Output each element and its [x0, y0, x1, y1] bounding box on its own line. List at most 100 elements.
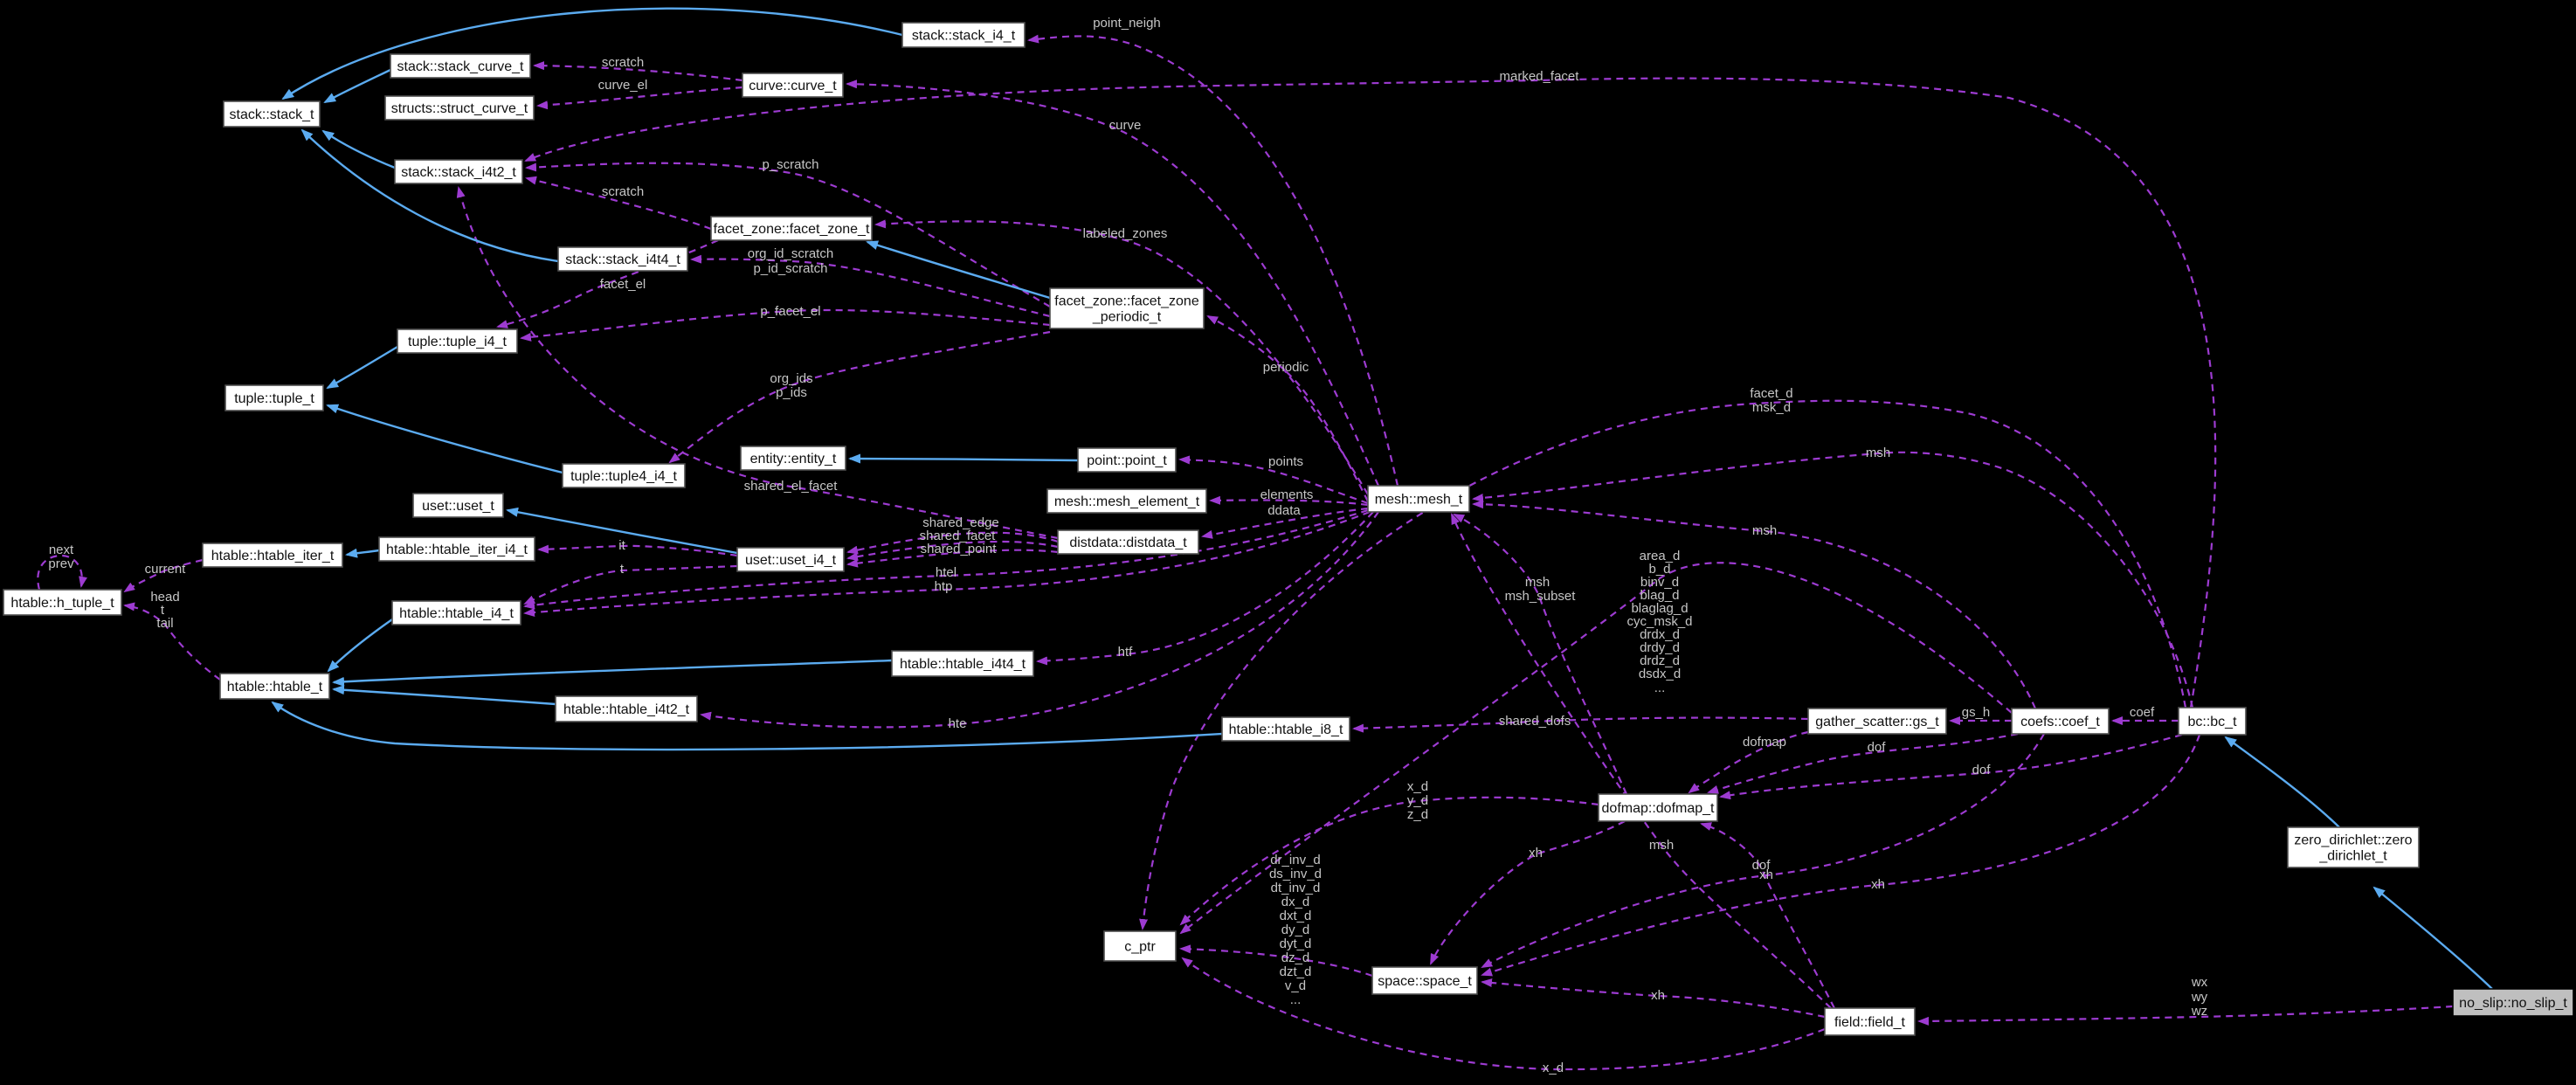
- node-fz[interactable]: facet_zone::facet_zone_t: [710, 216, 873, 241]
- node-tuple[interactable]: tuple::tuple_t: [224, 384, 324, 411]
- edge-label: dof: [1752, 858, 1771, 873]
- node-label-h_i4t4: htable::htable_i4t4_t: [900, 657, 1026, 672]
- node-bc[interactable]: bc::bc_t: [2178, 707, 2247, 736]
- node-label-coef: coefs::coef_t: [2020, 715, 2100, 729]
- node-box-field[interactable]: [1824, 1007, 1916, 1036]
- node-box-entity[interactable]: [740, 446, 846, 471]
- node-uset[interactable]: uset::uset_t: [412, 493, 504, 518]
- node-uset4[interactable]: uset::uset_i4_t: [736, 547, 845, 572]
- node-cptr[interactable]: c_ptr: [1103, 930, 1177, 962]
- node-t4_i4[interactable]: tuple::tuple4_i4_t: [562, 463, 686, 488]
- node-box-space[interactable]: [1371, 966, 1478, 995]
- node-box-noslip[interactable]: [2452, 988, 2574, 1017]
- edge-label: ...: [1290, 992, 1302, 1007]
- node-box-htab[interactable]: [219, 673, 330, 700]
- edge-label: x_d: [1407, 779, 1428, 794]
- node-curve[interactable]: curve::curve_t: [742, 73, 844, 98]
- node-box-h_i4t4[interactable]: [891, 650, 1034, 677]
- node-box-gs[interactable]: [1807, 708, 1947, 735]
- node-h_i4[interactable]: htable::htable_i4_t: [391, 600, 521, 625]
- edge-label: dof: [1972, 763, 1992, 777]
- node-box-stack[interactable]: [223, 100, 321, 128]
- node-box-point[interactable]: [1077, 447, 1177, 473]
- node-box-s_curve[interactable]: [390, 53, 531, 79]
- node-box-tuple[interactable]: [224, 384, 324, 411]
- node-mel[interactable]: mesh::mesh_element_t: [1046, 488, 1207, 514]
- node-hiter[interactable]: htable::htable_iter_t: [202, 542, 343, 568]
- edge-point-entity: [848, 453, 1079, 464]
- node-label-noslip: no_slip::no_slip_t: [2459, 996, 2567, 1011]
- node-s_curve[interactable]: stack::stack_curve_t: [390, 53, 531, 79]
- node-mesh[interactable]: mesh::mesh_t: [1367, 485, 1470, 513]
- node-box-uset[interactable]: [412, 493, 504, 518]
- node-hiter4[interactable]: htable::htable_iter_i4_t: [378, 536, 535, 562]
- node-label-bc: bc::bc_t: [2187, 715, 2237, 729]
- node-point[interactable]: point::point_t: [1077, 447, 1177, 473]
- node-box-bc[interactable]: [2178, 707, 2247, 736]
- node-box-cptr[interactable]: [1103, 930, 1177, 962]
- node-box-mel[interactable]: [1046, 488, 1207, 514]
- edge-label: p_ids: [776, 385, 807, 400]
- edge-label: hte: [949, 716, 967, 731]
- node-box-hiter[interactable]: [202, 542, 343, 568]
- edge-fzp-t_i4: [520, 308, 1051, 342]
- node-box-coef[interactable]: [2011, 708, 2110, 735]
- node-t_i4[interactable]: tuple::tuple_i4_t: [397, 328, 518, 354]
- node-box-curve[interactable]: [742, 73, 844, 98]
- node-dofmap[interactable]: dofmap::dofmap_t: [1598, 793, 1718, 822]
- node-field[interactable]: field::field_t: [1824, 1007, 1916, 1036]
- node-fzp[interactable]: facet_zone::facet_zone_periodic_t: [1049, 287, 1205, 329]
- node-box-t4_i4[interactable]: [562, 463, 686, 488]
- node-struct_curve[interactable]: structs::struct_curve_t: [384, 95, 535, 121]
- node-box-zd[interactable]: [2287, 826, 2420, 868]
- node-box-t_i4[interactable]: [397, 328, 518, 354]
- edge-field-dofmap: [1700, 822, 1835, 1009]
- edge-label: area_d: [1640, 549, 1681, 563]
- edge-label: blaglag_d: [1631, 601, 1688, 616]
- node-s_i4t2[interactable]: stack::stack_i4t2_t: [394, 159, 523, 184]
- node-box-h_i4t2[interactable]: [555, 695, 698, 722]
- node-box-fzp[interactable]: [1049, 287, 1205, 329]
- node-s_i4[interactable]: stack::stack_i4_t: [901, 22, 1026, 48]
- edge-mesh-h_i4a: [523, 508, 1369, 610]
- node-box-ddata[interactable]: [1057, 529, 1199, 555]
- edge-uset4-uset: [506, 507, 738, 555]
- node-s_i4t4[interactable]: stack::stack_i4t4_t: [557, 246, 688, 272]
- node-h_i4t2[interactable]: htable::htable_i4t2_t: [555, 695, 698, 722]
- node-box-mesh[interactable]: [1367, 485, 1470, 513]
- edge-label: dt_inv_d: [1271, 881, 1321, 895]
- node-box-s_i4t2[interactable]: [394, 159, 523, 184]
- node-box-h_i8[interactable]: [1221, 716, 1350, 742]
- node-box-s_i4t4[interactable]: [557, 246, 688, 272]
- node-h_i4t4[interactable]: htable::htable_i4t4_t: [891, 650, 1034, 677]
- node-box-hiter4[interactable]: [378, 536, 535, 562]
- node-box-struct_curve[interactable]: [384, 95, 535, 121]
- node-box-htup[interactable]: [3, 589, 122, 616]
- edge-t_i4-tuple: [326, 345, 398, 390]
- node-box-uset4[interactable]: [736, 547, 845, 572]
- edge-label: dr_inv_d: [1270, 853, 1321, 867]
- node-label-hiter: htable::htable_iter_t: [211, 549, 335, 563]
- node-zd[interactable]: zero_dirichlet::zero_dirichlet_t: [2287, 826, 2420, 868]
- node-box-dofmap[interactable]: [1598, 793, 1718, 822]
- node-htab[interactable]: htable::htable_t: [219, 673, 330, 700]
- edge-label: blag_d: [1640, 588, 1679, 603]
- edge-h_i4t2-htab: [332, 685, 556, 706]
- edge-dofmap-cptr: [1179, 796, 1599, 926]
- node-box-fz[interactable]: [710, 216, 873, 241]
- node-h_i8[interactable]: htable::htable_i8_t: [1221, 716, 1350, 742]
- node-space[interactable]: space::space_t: [1371, 966, 1478, 995]
- node-ddata[interactable]: distdata::distdata_t: [1057, 529, 1199, 555]
- node-box-s_i4[interactable]: [901, 22, 1026, 48]
- node-stack[interactable]: stack::stack_t: [223, 100, 321, 128]
- edge-s_i4t4-stack: [300, 128, 559, 263]
- node-box-h_i4[interactable]: [391, 600, 521, 625]
- node-label-uset: uset::uset_t: [422, 499, 494, 514]
- node-entity[interactable]: entity::entity_t: [740, 446, 846, 471]
- edge-mesh-h_i4b: [523, 510, 1371, 618]
- edge-fzp-t4_i4: [668, 330, 1051, 464]
- node-gs[interactable]: gather_scatter::gs_t: [1807, 708, 1947, 735]
- node-coef[interactable]: coefs::coef_t: [2011, 708, 2110, 735]
- node-htup[interactable]: htable::h_tuple_t: [3, 589, 122, 616]
- node-noslip[interactable]: no_slip::no_slip_t: [2452, 988, 2574, 1017]
